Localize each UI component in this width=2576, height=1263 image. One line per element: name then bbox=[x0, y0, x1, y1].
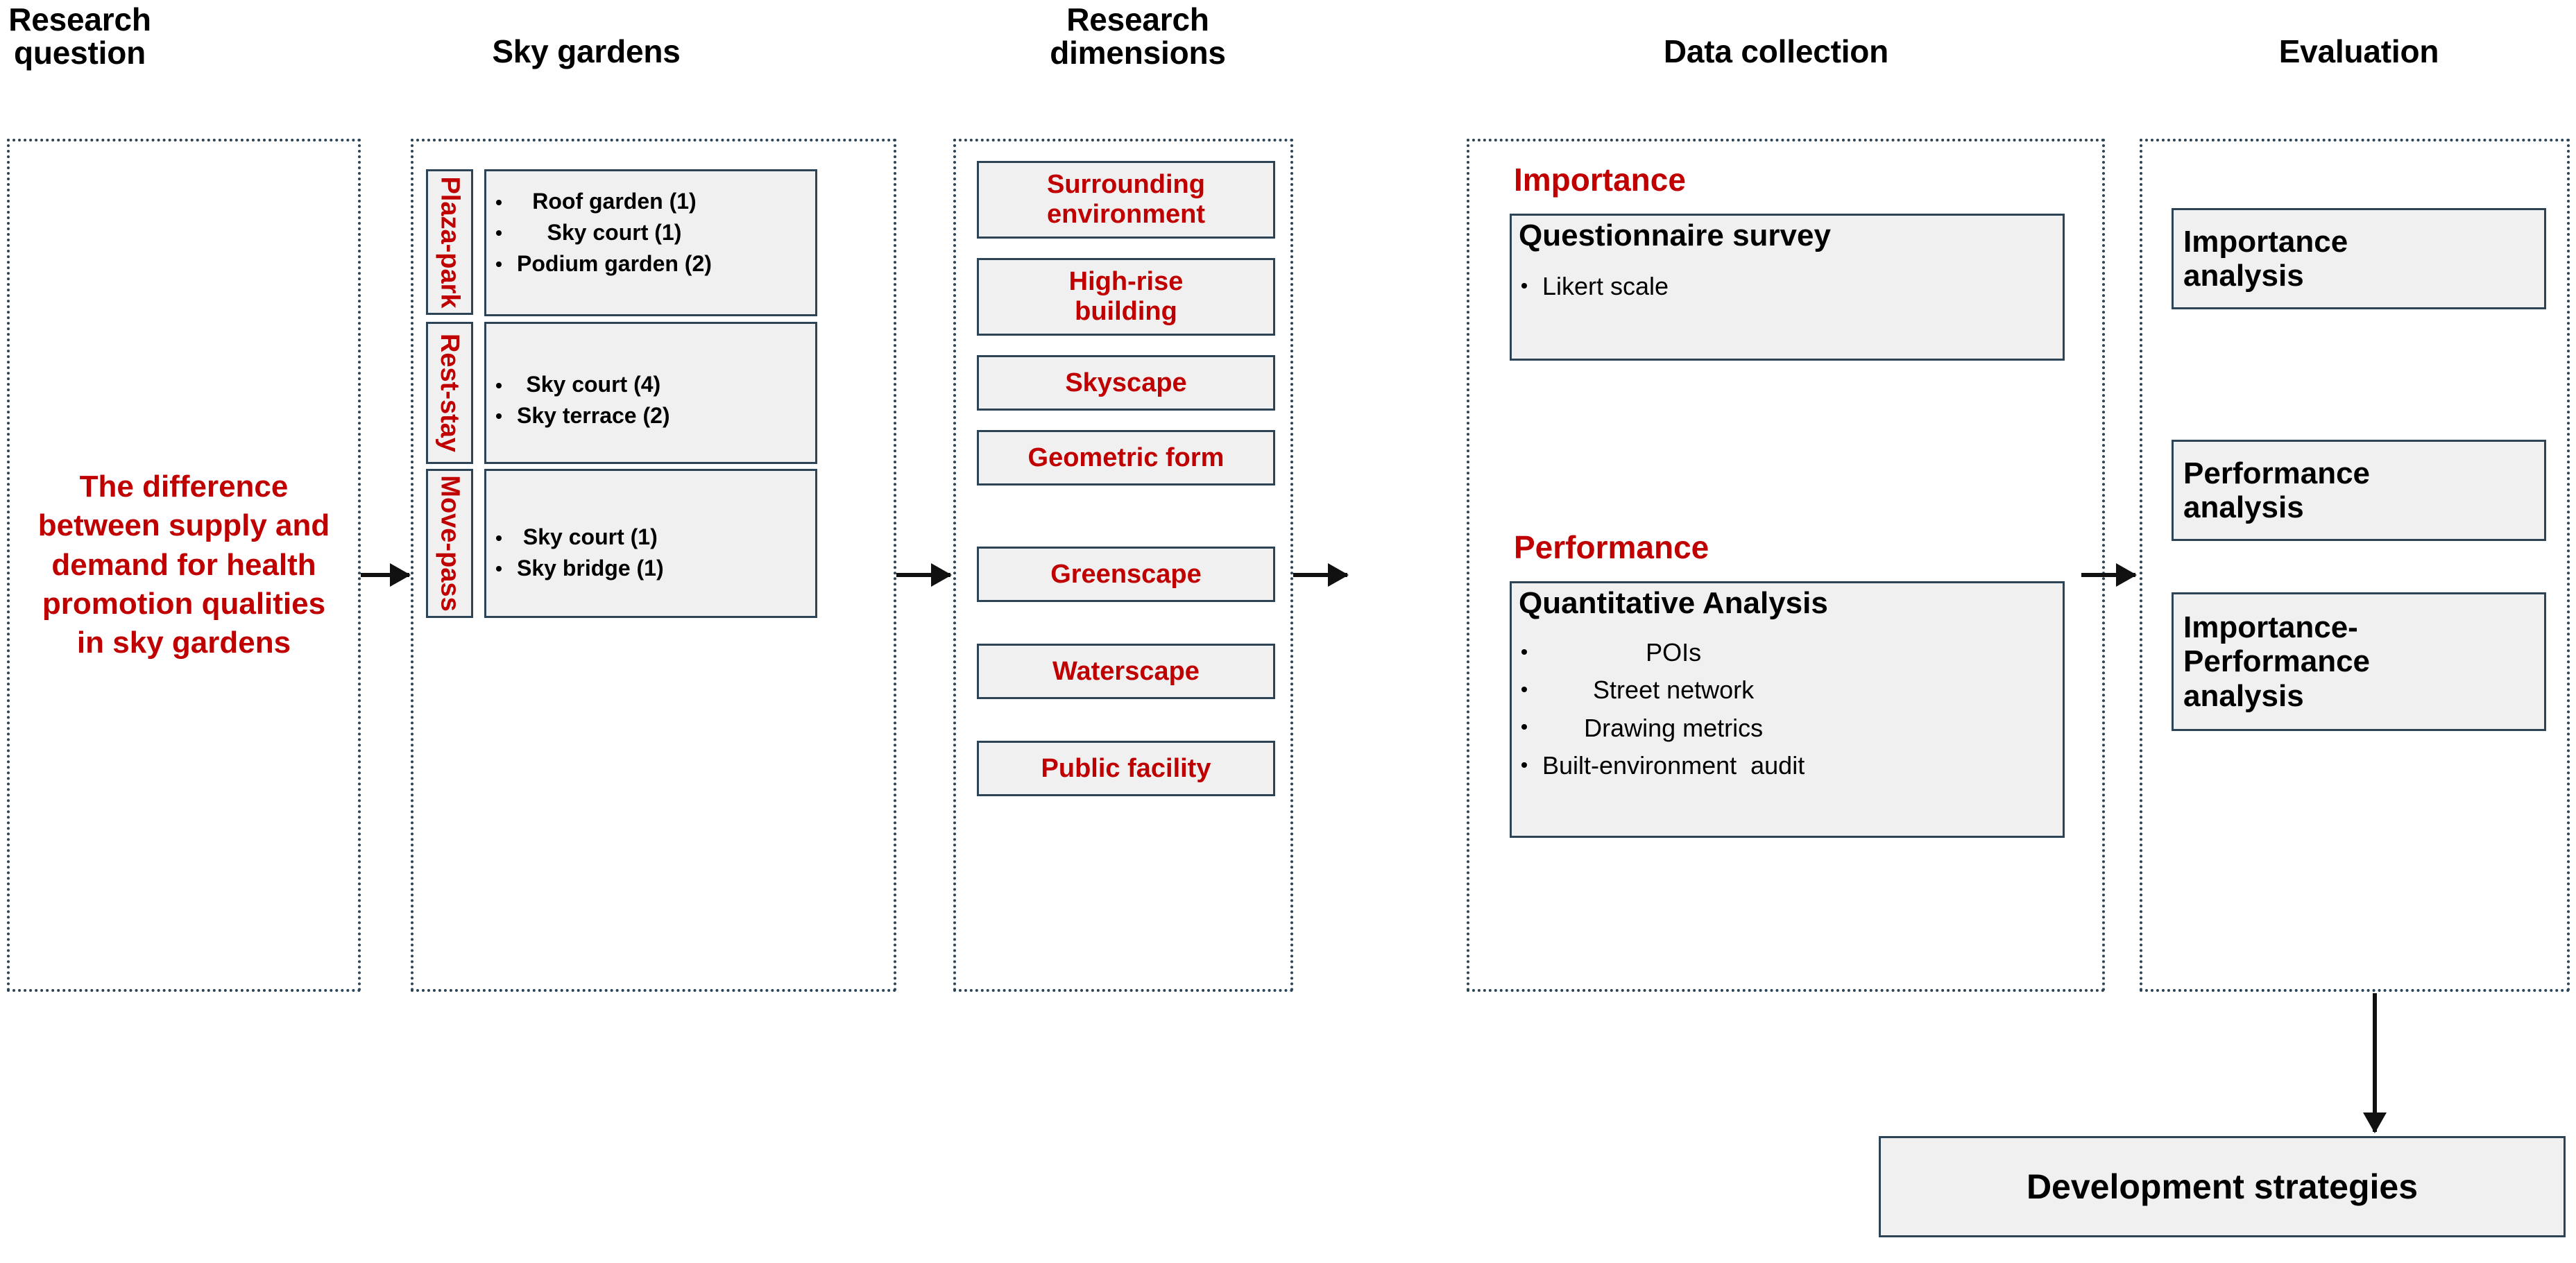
sky-garden-tab-rest-stay[interactable]: Rest-stay bbox=[426, 322, 473, 464]
quantitative-analysis-box[interactable]: Quantitative Analysis POIs Street networ… bbox=[1510, 581, 2065, 838]
arrow-gardens-to-dimensions bbox=[896, 573, 950, 577]
arrow-question-to-gardens bbox=[361, 573, 409, 577]
sky-garden-tab-label: Move-pass bbox=[435, 475, 465, 612]
evaluation-box-ipa[interactable]: Importance- Performance analysis bbox=[2172, 592, 2546, 731]
dimension-label: Greenscape bbox=[1050, 559, 1202, 589]
sky-garden-items-move-pass-box: Sky court (1) Sky bridge (1) bbox=[484, 469, 817, 618]
development-strategies-box[interactable]: Development strategies bbox=[1879, 1136, 2566, 1237]
research-question-text: The difference between supply and demand… bbox=[37, 470, 330, 660]
evaluation-box-performance-analysis[interactable]: Performance analysis bbox=[2172, 440, 2546, 541]
sky-garden-list: Roof garden (1) Sky court (1) Podium gar… bbox=[486, 187, 712, 280]
section-heading-performance: Performance bbox=[1514, 529, 1709, 565]
arrow-evaluation-to-outcome bbox=[2373, 993, 2377, 1132]
dimension-label: Waterscape bbox=[1052, 656, 1200, 686]
dimension-box-2[interactable]: High-rise building bbox=[977, 258, 1275, 336]
column-header-research-question: Research question bbox=[8, 1, 151, 71]
list-item: Built-environment audit bbox=[1512, 748, 1805, 784]
dimension-label: Geometric form bbox=[1027, 443, 1225, 472]
column-header-sky-gardens: Sky gardens bbox=[492, 33, 681, 69]
list-item: Sky court (4) bbox=[486, 370, 670, 399]
list-item: Street network bbox=[1512, 672, 1805, 708]
list-item: Sky bridge (1) bbox=[486, 553, 664, 583]
dimension-box-4[interactable]: Geometric form bbox=[977, 430, 1275, 486]
arrow-collection-to-evaluation bbox=[2081, 573, 2135, 577]
dimension-box-6[interactable]: Waterscape bbox=[977, 644, 1275, 699]
column-header-evaluation: Evaluation bbox=[2278, 33, 2439, 69]
list-item: Drawing metrics bbox=[1512, 710, 1805, 746]
column-header-research-dimensions: Research dimensions bbox=[1050, 1, 1226, 71]
sky-garden-items-plaza-park: Roof garden (1) Sky court (1) Podium gar… bbox=[484, 169, 817, 316]
dimension-label: Skyscape bbox=[1065, 368, 1187, 397]
importance-method-list: Likert scale bbox=[1512, 268, 1669, 306]
list-item: Podium garden (2) bbox=[486, 249, 712, 279]
sky-garden-tab-move-pass[interactable]: Move-pass bbox=[426, 469, 473, 618]
sky-garden-tab-label: Plaza-park bbox=[435, 175, 465, 309]
list-item: POIs bbox=[1512, 635, 1805, 671]
arrow-dimensions-to-collection bbox=[1293, 573, 1347, 577]
evaluation-label: Importance analysis bbox=[2183, 224, 2348, 293]
sky-garden-list: Sky court (4) Sky terrace (2) bbox=[486, 370, 670, 432]
list-item: Sky court (1) bbox=[486, 522, 664, 552]
column-header-data-collection: Data collection bbox=[1663, 33, 1889, 69]
panel-research-dimensions: Surrounding environment High-rise buildi… bbox=[953, 139, 1293, 992]
panel-sky-gardens: Plaza-park Roof garden (1) Sky court (1)… bbox=[411, 139, 896, 992]
dimension-box-5[interactable]: Greenscape bbox=[977, 547, 1275, 602]
sky-garden-list: Sky court (1) Sky bridge (1) bbox=[486, 522, 664, 585]
list-item: Sky terrace (2) bbox=[486, 401, 670, 431]
dimension-box-1[interactable]: Surrounding environment bbox=[977, 161, 1275, 239]
dimension-label: Public facility bbox=[1041, 753, 1211, 783]
sky-garden-tab-plaza-park[interactable]: Plaza-park bbox=[426, 169, 473, 315]
questionnaire-survey-box[interactable]: Questionnaire survey Likert scale bbox=[1510, 214, 2065, 361]
panel-evaluation: Importance analysis Performance analysis… bbox=[2140, 139, 2570, 992]
section-heading-importance: Importance bbox=[1514, 162, 1686, 198]
dimension-label: High-rise building bbox=[1068, 267, 1184, 326]
dimension-box-7[interactable]: Public facility bbox=[977, 741, 1275, 796]
box-title: Questionnaire survey bbox=[1519, 218, 1831, 252]
evaluation-label: Performance analysis bbox=[2183, 456, 2371, 524]
panel-research-question: The difference between supply and demand… bbox=[7, 139, 361, 992]
evaluation-label: Importance- Performance analysis bbox=[2183, 610, 2371, 713]
box-title: Quantitative Analysis bbox=[1519, 586, 1828, 620]
dimension-box-3[interactable]: Skyscape bbox=[977, 355, 1275, 411]
list-item: Roof garden (1) bbox=[486, 187, 712, 216]
performance-method-list: POIs Street network Drawing metrics Buil… bbox=[1512, 635, 1805, 785]
dimension-label: Surrounding environment bbox=[1046, 170, 1206, 229]
list-item: Likert scale bbox=[1512, 268, 1669, 304]
sky-garden-tab-label: Rest-stay bbox=[435, 333, 465, 453]
list-item: Sky court (1) bbox=[486, 218, 712, 248]
development-strategies-label: Development strategies bbox=[2026, 1167, 2419, 1206]
evaluation-box-importance-analysis[interactable]: Importance analysis bbox=[2172, 208, 2546, 309]
panel-data-collection: Importance Questionnaire survey Likert s… bbox=[1467, 139, 2105, 992]
sky-garden-items-rest-stay: Sky court (4) Sky terrace (2) bbox=[484, 322, 817, 464]
